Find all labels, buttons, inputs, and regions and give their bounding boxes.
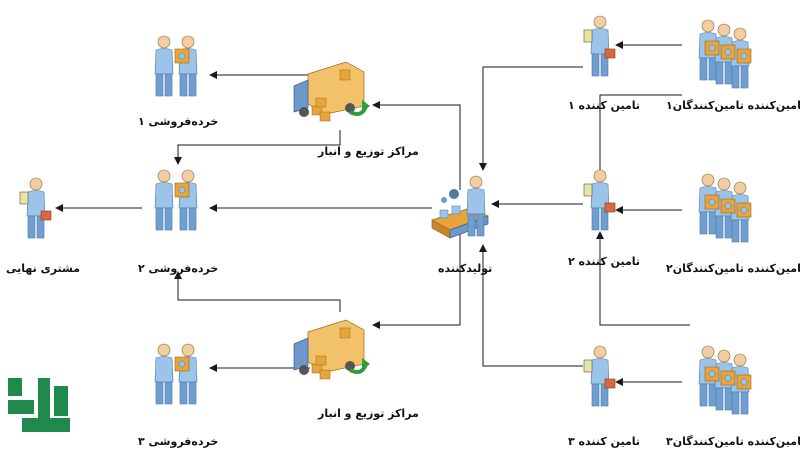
retailer-1-label: خرده‌فروشی ۱: [138, 115, 219, 128]
distribution-center-bottom-icon: [292, 318, 372, 381]
edge-ss1-to-s2: [596, 94, 682, 179]
supplier-group-1-icon: [699, 20, 751, 88]
supplier-group-3-icon: [699, 346, 751, 414]
edge-s1-to-manufacturer: [479, 66, 583, 171]
retailer-3-label: خرده‌فروشی ۳: [138, 435, 219, 448]
retailer-2-icon: [155, 170, 197, 230]
brand-logo-icon: [8, 378, 70, 432]
edge-manufacturer-to-dc-bottom: [372, 230, 461, 329]
supplier-1-icon: [584, 16, 615, 76]
supplier-group-3-label: تامین‌کننده تامین‌کنندگان۳: [666, 435, 800, 448]
edge-dc-bottom-to-retailer2: [174, 271, 341, 312]
supplier-3-label: تامین کننده ۳: [568, 435, 641, 448]
distribution-center-top-icon: [292, 60, 372, 123]
supplier-2-label: تامین کننده ۲: [568, 255, 641, 268]
retailer-2-label: خرده‌فروشی ۲: [138, 262, 219, 275]
edge-ss3-to-s2: [596, 231, 690, 326]
edge-dc-top-to-retailer2: [174, 130, 341, 165]
supplier-group-2-label: تامین‌کننده تامین‌کنندگان۲: [666, 262, 800, 275]
end-customer-label: مشتری نهایی: [6, 262, 81, 275]
supplier-1-label: تامین کننده ۱: [568, 99, 641, 112]
supplier-group-2-icon: [699, 174, 751, 242]
edge-s3-to-manufacturer: [479, 244, 583, 367]
supplier-2-icon: [584, 170, 615, 230]
distribution-center-bottom-label: مراکز توزیع و انبار: [318, 407, 419, 420]
supplier-3-icon: [584, 346, 615, 406]
retailer-3-icon: [155, 344, 197, 404]
end-customer-icon: [20, 178, 51, 238]
distribution-center-top-label: مراکز توزیع و انبار: [318, 145, 419, 158]
supplier-group-1-label: تامین‌کننده تامین‌کنندگان۱: [666, 99, 800, 112]
edge-manufacturer-to-dc-top: [372, 101, 461, 190]
manufacturer-label: تولیدکننده: [438, 262, 493, 275]
retailer-1-icon: [155, 36, 197, 96]
